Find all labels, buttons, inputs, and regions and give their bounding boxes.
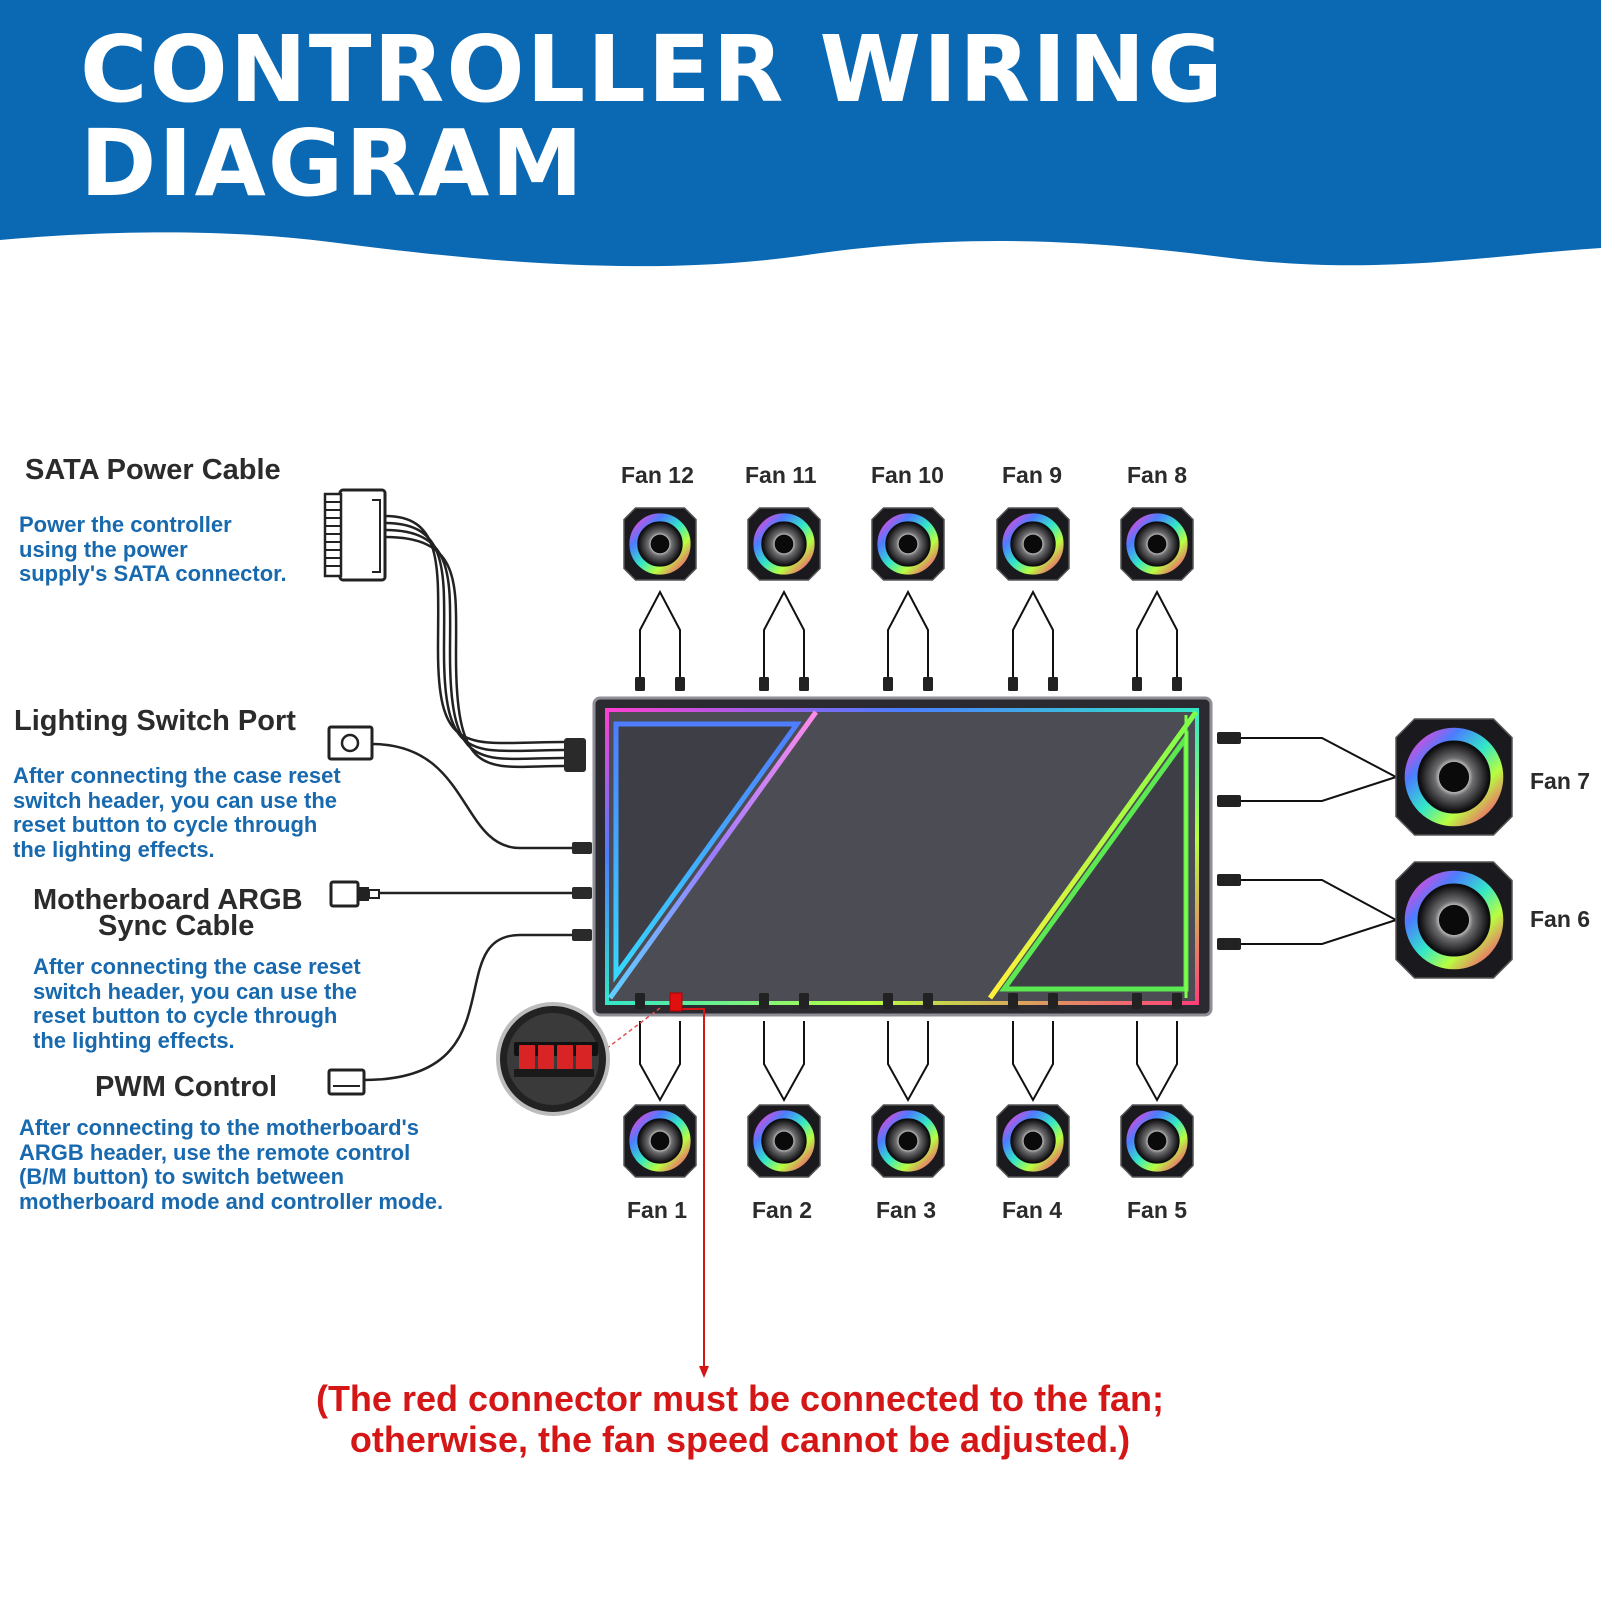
lighting-switch-icon — [327, 725, 374, 761]
fan-icon — [747, 507, 821, 581]
fan-icon — [747, 1104, 821, 1178]
pwm-connector-icon — [327, 1068, 366, 1096]
fan-label: Fan 4 — [1002, 1197, 1063, 1223]
argb-heading-line-1: Motherboard ARGB — [33, 884, 303, 916]
fan-label: Fan 8 — [1127, 462, 1188, 488]
connector-zoom-inset — [496, 1002, 610, 1116]
red-connector-note-line-1: (The red connector must be connected to … — [315, 1378, 1165, 1419]
sata-heading: SATA Power Cable — [25, 454, 281, 486]
fan-icon — [1120, 1104, 1194, 1178]
lighting-switch-cable — [371, 742, 574, 850]
red-connector-callout — [593, 992, 709, 1378]
fan-label: Fan 1 — [627, 1197, 688, 1223]
fan-label: Fan 5 — [1127, 1197, 1188, 1223]
sata-connector-icon — [323, 488, 387, 582]
fan-label: Fan 3 — [876, 1197, 937, 1223]
fan-wires — [639, 589, 1397, 1103]
pwm-heading: PWM Control — [95, 1071, 278, 1103]
fan-label: Fan 2 — [752, 1197, 813, 1223]
lighting-switch-plug-icon — [572, 842, 592, 854]
fan-icon — [871, 507, 945, 581]
fan-icon — [1395, 861, 1513, 979]
argb-heading-line-2: Sync Cable — [98, 910, 255, 942]
argb-plug-icon — [572, 887, 592, 899]
fan-label: Fan 7 — [1530, 768, 1591, 794]
page-title-line-1: CONTROLLER WIRING — [80, 16, 1225, 123]
controller-board — [592, 696, 1213, 1017]
page-title-line-2: DIAGRAM — [80, 110, 585, 217]
argb-description: After connecting the case reset switch h… — [33, 954, 361, 1053]
lighting-switch-heading: Lighting Switch Port — [14, 705, 296, 737]
red-connector-note: (The red connector must be connected to … — [0, 1378, 1480, 1460]
argb-connector-icon — [329, 880, 380, 908]
red-connector-icon — [669, 992, 683, 1012]
fan-label: Fan 12 — [621, 462, 694, 488]
sata-cable — [384, 514, 565, 769]
fan-icon — [623, 1104, 697, 1178]
fan-icon — [996, 1104, 1070, 1178]
fan-label: Fan 10 — [871, 462, 944, 488]
fan-label: Fan 9 — [1002, 462, 1063, 488]
pwm-description: After connecting to the motherboard's AR… — [19, 1115, 444, 1214]
lighting-switch-description: After connecting the case reset switch h… — [13, 763, 341, 862]
fan-icon — [1120, 507, 1194, 581]
fan-icon — [996, 507, 1070, 581]
sata-description: Power the controller using the power sup… — [19, 512, 287, 586]
fan-label: Fan 6 — [1530, 906, 1591, 932]
fan-icons — [623, 507, 1513, 1178]
fan-plugs — [635, 677, 1241, 1009]
fan-icon — [1395, 718, 1513, 836]
pwm-cable — [363, 933, 574, 1082]
fan-icon — [623, 507, 697, 581]
fan-label: Fan 11 — [745, 462, 817, 488]
pwm-plug-icon — [572, 929, 592, 941]
header-banner — [0, 0, 1601, 267]
fan-icon — [871, 1104, 945, 1178]
red-connector-note-line-2: otherwise, the fan speed cannot be adjus… — [349, 1419, 1131, 1460]
sata-plug-icon — [564, 738, 586, 772]
